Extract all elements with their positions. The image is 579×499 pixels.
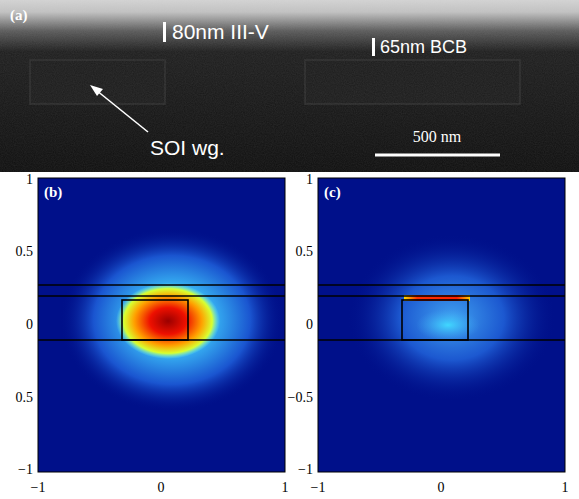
tick-label: −1	[31, 480, 46, 495]
arrow-head	[90, 85, 103, 96]
tick-label: 0	[26, 317, 33, 332]
tick-label: −1	[18, 462, 33, 477]
layer-label: 65nm BCB	[380, 38, 467, 58]
tick-label: −1	[298, 462, 313, 477]
panel-letter: (a)	[10, 7, 28, 24]
axes-box	[318, 178, 565, 472]
layer-label: 80nm III-V	[172, 20, 269, 43]
tick-label: 0.5	[16, 244, 34, 259]
field-core	[116, 283, 220, 359]
scale-bar	[375, 154, 500, 157]
plot-background	[318, 178, 565, 472]
panel-letter: (b)	[44, 184, 62, 201]
tick-label: 0.5	[16, 390, 34, 405]
waveguide-outline	[318, 285, 565, 340]
tick-label: 1	[26, 172, 33, 187]
axes-box	[38, 178, 285, 472]
mode-profile	[318, 178, 565, 472]
panel-letter: (c)	[324, 184, 341, 201]
tick-label: 1	[306, 172, 313, 187]
waveguide-outline	[38, 285, 285, 340]
tick-label: −1	[311, 480, 326, 495]
sem-noise	[0, 0, 579, 172]
thickness-marker	[163, 22, 166, 42]
tick-label: 0	[438, 480, 445, 495]
field-glow	[60, 228, 284, 412]
tick-label: 1	[562, 480, 569, 495]
tick-label: 0	[306, 317, 313, 332]
thickness-marker	[372, 38, 375, 56]
tick-label: −0.5	[288, 390, 313, 405]
mode-profile	[38, 178, 285, 472]
sem-background	[0, 0, 579, 172]
leader-arrow	[96, 90, 148, 132]
sem-image	[0, 0, 579, 172]
plot-background	[38, 178, 285, 472]
field-glow	[348, 234, 556, 402]
tick-label: 1	[282, 480, 289, 495]
part-label: SOI wg.	[150, 136, 225, 159]
scale-label: 500 nm	[413, 128, 461, 146]
tick-label: 0	[158, 480, 165, 495]
tick-label: 0.5	[296, 244, 314, 259]
field-core	[416, 309, 480, 341]
